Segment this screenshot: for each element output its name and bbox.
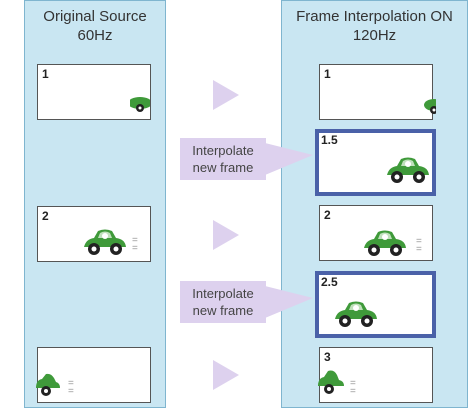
- column-refresh-rate: 120Hz: [352, 27, 397, 44]
- car-icon: [424, 99, 436, 114]
- interp-frame-3: 3 ==: [318, 347, 433, 403]
- car-icon: [318, 370, 344, 394]
- direction-arrow-icon: [213, 360, 239, 390]
- car-icon: [84, 229, 126, 255]
- callout-text: Interpolate new frame: [180, 285, 266, 319]
- interpolate-callout: Interpolate new frame: [180, 281, 266, 323]
- car-icon: [36, 373, 60, 396]
- motion-lines: ==: [416, 236, 422, 255]
- frame-label: 2: [324, 208, 331, 222]
- column-title-line: Original Source: [43, 8, 147, 25]
- frame-label: 1: [324, 67, 331, 81]
- frame-label: 1: [42, 67, 49, 81]
- car-icon: [130, 97, 150, 112]
- column-title-line: Frame Interpolation ON: [296, 8, 453, 25]
- car-icon: [364, 230, 406, 256]
- car-icon: [387, 157, 429, 183]
- source-frame-1: 1: [37, 64, 151, 120]
- frame-label: 2: [42, 209, 49, 223]
- car-icon: [335, 301, 377, 327]
- callout-pointer-icon: [265, 286, 313, 318]
- original-source-title: Original Source 60Hz: [25, 7, 165, 45]
- interp-frame-2-5: 2.5: [315, 271, 436, 338]
- interpolate-callout: Interpolate new frame: [180, 138, 266, 180]
- frame-interpolation-column: Frame Interpolation ON 120Hz 1 1.5 2 ==: [281, 0, 468, 408]
- direction-arrow-icon: [213, 80, 239, 110]
- direction-arrow-icon: [213, 220, 239, 250]
- callout-line: Interpolate: [192, 286, 254, 301]
- callout-line: Interpolate: [192, 143, 254, 158]
- source-frame-2: 2 ==: [37, 206, 151, 262]
- motion-lines: ==: [132, 235, 138, 254]
- original-source-column: Original Source 60Hz 1 2 == ==: [24, 0, 166, 408]
- source-frame-3: ==: [36, 347, 151, 403]
- interp-frame-1: 1: [319, 64, 436, 120]
- motion-lines: ==: [350, 378, 356, 397]
- column-refresh-rate: 60Hz: [77, 27, 113, 44]
- callout-line: new frame: [192, 303, 254, 318]
- callout-pointer-icon: [265, 143, 313, 175]
- frame-label: 1.5: [321, 133, 338, 147]
- frame-label: 2.5: [321, 275, 338, 289]
- callout-line: new frame: [192, 160, 254, 175]
- frame-interpolation-title: Frame Interpolation ON 120Hz: [282, 7, 467, 45]
- frame-label: 3: [324, 350, 331, 364]
- interp-frame-1-5: 1.5: [315, 129, 436, 196]
- motion-lines: ==: [68, 378, 74, 397]
- interp-frame-2: 2 ==: [319, 205, 433, 261]
- callout-text: Interpolate new frame: [180, 142, 266, 176]
